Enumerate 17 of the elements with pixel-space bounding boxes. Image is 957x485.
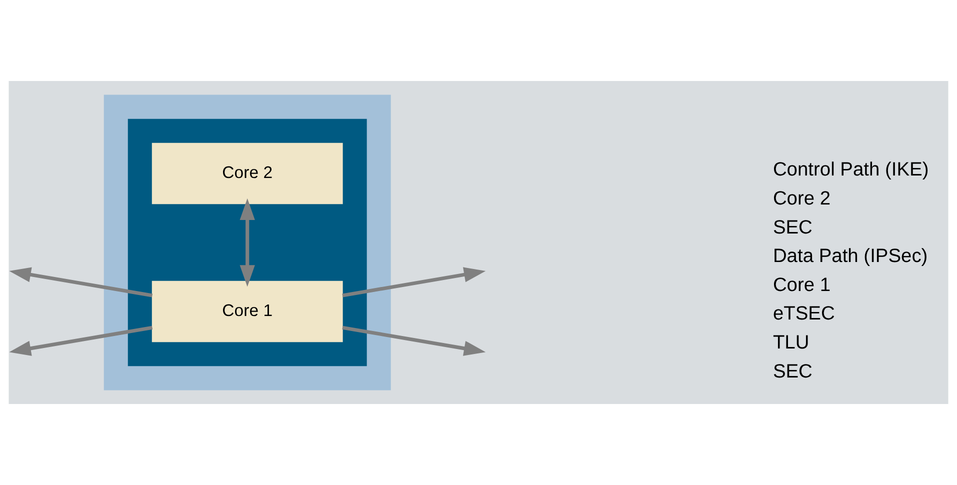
label: eTSEC xyxy=(772,304,835,325)
arrow xyxy=(240,198,255,287)
arrow xyxy=(9,267,153,298)
label: Core 1 xyxy=(772,274,831,296)
cluster xyxy=(104,94,391,390)
label: Core 2 xyxy=(772,188,831,210)
label: Data Path (IPSec) xyxy=(772,246,928,268)
arrow xyxy=(342,267,486,298)
label: Control Path (IKE) xyxy=(772,160,929,181)
label: TLU xyxy=(772,332,810,354)
cluster xyxy=(128,118,367,366)
label: SEC xyxy=(772,361,812,382)
arrow xyxy=(342,326,486,356)
arrow xyxy=(9,326,153,356)
node-box: Core 1 xyxy=(152,280,343,342)
node-box: Core 2 xyxy=(152,142,343,204)
label: SEC xyxy=(772,217,812,238)
